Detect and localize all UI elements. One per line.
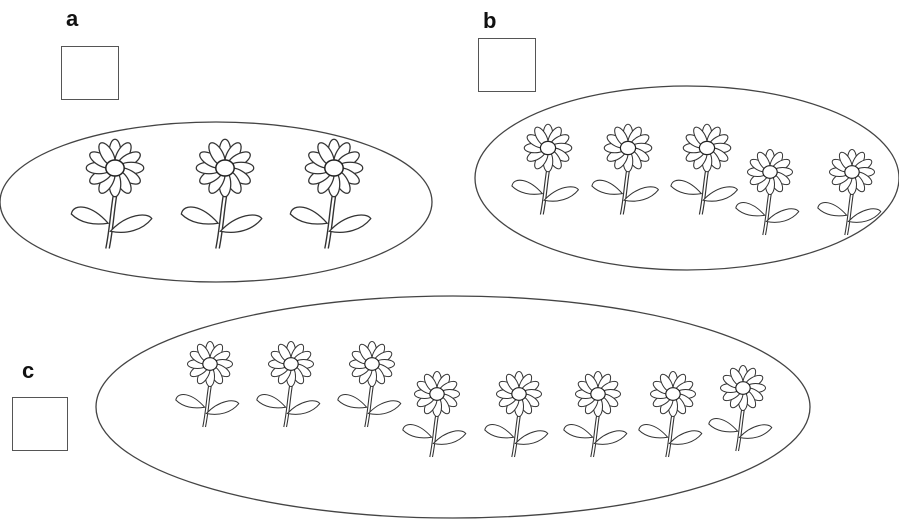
daisy-flower-icon [638,370,703,458]
daisy-flower-icon [484,370,549,458]
daisy-flower-icon [563,370,628,458]
group-b-label: b [483,8,497,33]
daisy-flower-icon [337,340,402,428]
daisy-flower-icon [591,123,660,216]
group-b-answer-box[interactable] [478,38,536,92]
daisy-flower-icon [175,340,240,428]
group-a-oval [0,121,433,283]
daisy-flower-icon [708,364,773,452]
daisy-flower-icon [70,138,153,250]
daisy-flower-icon [511,123,580,216]
daisy-flower-icon [180,138,263,250]
daisy-flower-icon [735,148,800,236]
group-a-answer-box[interactable] [61,46,119,100]
daisy-flower-icon [289,138,372,250]
daisy-flower-icon [817,148,882,236]
group-a-flowers [70,138,372,250]
group-b-oval [474,85,899,271]
group-c-label: c [22,358,35,383]
group-c-flowers [175,340,773,458]
daisy-flower-icon [256,340,321,428]
group-b-flowers [511,123,882,236]
group-c-oval [95,295,811,519]
daisy-flower-icon [402,370,467,458]
group-a-label: a [66,6,79,31]
group-c-answer-box[interactable] [12,397,68,451]
daisy-flower-icon [670,123,739,216]
